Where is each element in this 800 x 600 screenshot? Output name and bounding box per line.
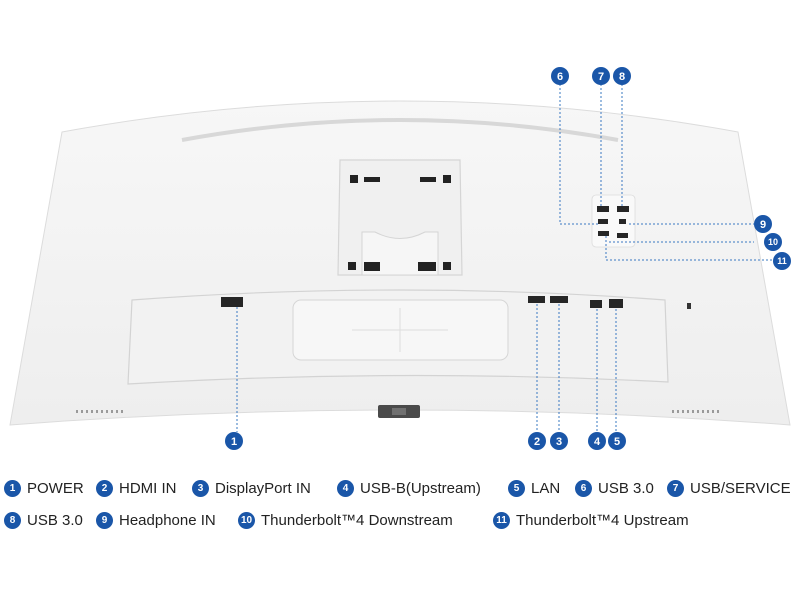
thunderbolt-upstream-port <box>617 233 628 238</box>
svg-text:5: 5 <box>614 436 620 448</box>
usb30-port <box>597 206 609 212</box>
legend-label: POWER <box>27 480 84 497</box>
leader-line-11 <box>605 236 772 261</box>
legend-label: Headphone IN <box>119 512 216 529</box>
svg-text:1: 1 <box>231 436 237 448</box>
svg-text:10: 10 <box>768 237 778 247</box>
upper-contour <box>181 118 619 142</box>
legend-label: HDMI IN <box>119 480 177 497</box>
callout-7: 7 <box>592 67 610 85</box>
usb-service-port <box>598 219 608 224</box>
vesa-hole <box>443 262 451 270</box>
right-vent <box>672 410 719 413</box>
left-vent <box>76 410 123 413</box>
legend-number: 10 <box>238 512 255 529</box>
legend-number: 11 <box>493 512 510 529</box>
legend-item-1: 1 POWER <box>4 480 84 497</box>
vesa-hole <box>443 175 451 183</box>
control-button-center <box>392 408 406 415</box>
legend-number: 9 <box>96 512 113 529</box>
thunderbolt-downstream-port <box>598 231 609 236</box>
legend-label: LAN <box>531 480 561 497</box>
legend-number: 4 <box>337 480 354 497</box>
callout-9: 9 <box>754 215 772 233</box>
vesa-hole <box>348 262 356 270</box>
callout-10: 10 <box>764 233 782 251</box>
leader-line-6 <box>559 84 600 225</box>
svg-text:8: 8 <box>619 71 625 83</box>
legend-item-10: 10 Thunderbolt™4 Downstream <box>238 512 453 529</box>
legend-number: 5 <box>508 480 525 497</box>
legend-item-11: 11 Thunderbolt™4 Upstream <box>493 512 689 529</box>
callout-2: 2 <box>528 432 546 450</box>
vesa-hole <box>420 177 436 182</box>
legend-item-9: 9 Headphone IN <box>96 512 216 529</box>
callout-6: 6 <box>551 67 569 85</box>
legend-number: 3 <box>192 480 209 497</box>
legend-number: 1 <box>4 480 21 497</box>
power-port <box>221 297 243 307</box>
legend-row-2: 8 USB 3.0 9 Headphone IN 10 Thunderbolt™… <box>0 512 800 534</box>
legend-item-2: 2 HDMI IN <box>96 480 177 497</box>
legend-label: USB 3.0 <box>598 480 654 497</box>
svg-text:4: 4 <box>594 436 601 448</box>
svg-text:2: 2 <box>534 436 540 448</box>
legend-label: USB-B(Upstream) <box>360 480 481 497</box>
hdmi-port <box>528 296 545 303</box>
svg-text:7: 7 <box>598 71 604 83</box>
leader-lines <box>236 84 772 432</box>
lan-port <box>609 299 623 308</box>
callout-1: 1 <box>225 432 243 450</box>
legend-item-3: 3 DisplayPort IN <box>192 480 311 497</box>
legend-item-8: 8 USB 3.0 <box>4 512 83 529</box>
legend-item-4: 4 USB-B(Upstream) <box>337 480 481 497</box>
legend-label: USB/SERVICE <box>690 480 791 497</box>
legend-label: Thunderbolt™4 Downstream <box>261 512 453 529</box>
legend-label: DisplayPort IN <box>215 480 311 497</box>
kensington-slot <box>687 303 691 309</box>
vesa-hole <box>418 262 436 271</box>
callout-11: 11 <box>773 252 791 270</box>
legend-item-5: 5 LAN <box>508 480 560 497</box>
vesa-hole <box>364 177 380 182</box>
svg-text:9: 9 <box>760 219 766 231</box>
callout-3: 3 <box>550 432 568 450</box>
vesa-hole <box>350 175 358 183</box>
svg-text:6: 6 <box>557 71 563 83</box>
vesa-hole <box>364 262 380 271</box>
legend-label: USB 3.0 <box>27 512 83 529</box>
legend-number: 8 <box>4 512 21 529</box>
svg-text:3: 3 <box>556 436 562 448</box>
legend-number: 2 <box>96 480 113 497</box>
callout-5: 5 <box>608 432 626 450</box>
usb30-port-2 <box>617 206 629 212</box>
usb-b-port <box>590 300 602 308</box>
legend-item-6: 6 USB 3.0 <box>575 480 654 497</box>
legend-label: Thunderbolt™4 Upstream <box>516 512 689 529</box>
legend-row-1: 1 POWER 2 HDMI IN 3 DisplayPort IN 4 USB… <box>0 480 800 502</box>
legend-item-7: 7 USB/SERVICE <box>667 480 791 497</box>
legend-number: 7 <box>667 480 684 497</box>
callout-8: 8 <box>613 67 631 85</box>
displayport-port <box>550 296 568 303</box>
legend-number: 6 <box>575 480 592 497</box>
callout-4: 4 <box>588 432 606 450</box>
headphone-port <box>619 219 626 224</box>
svg-text:11: 11 <box>777 256 787 266</box>
